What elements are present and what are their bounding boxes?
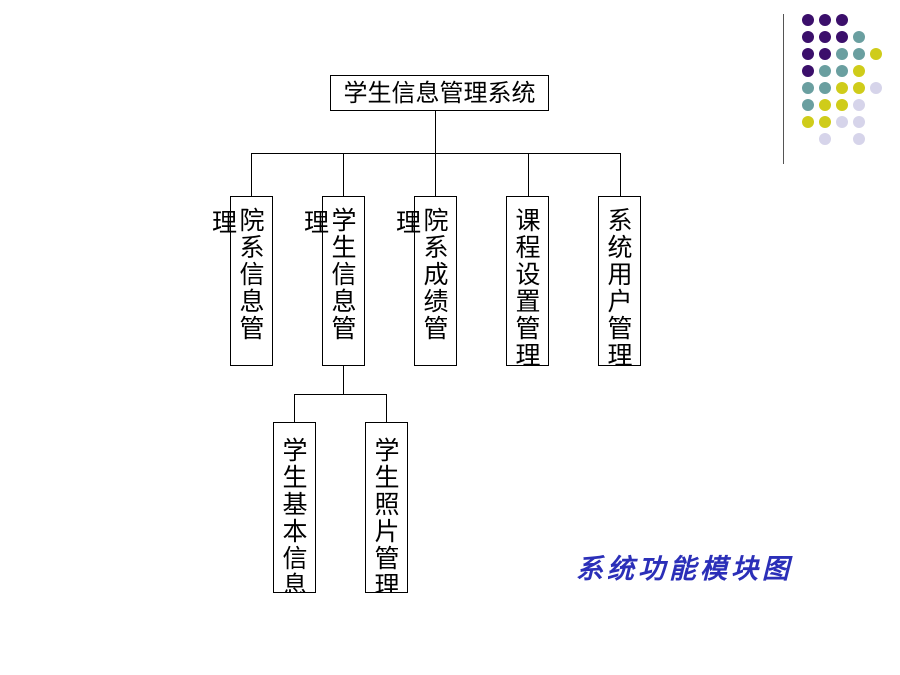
decorative-dot [819, 82, 831, 94]
drop-m3 [435, 153, 436, 196]
module-label: 课程设置管理 [515, 206, 541, 366]
module-label: 院系信息管 [239, 206, 265, 343]
decorative-dot [853, 82, 865, 94]
decorative-dot [802, 99, 814, 111]
submodule-node-student-basic-info: 学生基本信息 [273, 422, 316, 593]
module-label-overflow: 理 [212, 208, 238, 237]
submodule-label: 学生照片管理 [374, 436, 400, 593]
decorative-dot [870, 82, 882, 94]
decorative-dot [836, 31, 848, 43]
decorative-dot [802, 65, 814, 77]
root-node: 学生信息管理系统 [330, 75, 549, 111]
module-label: 学生信息管 [331, 206, 357, 343]
drop-s2 [386, 394, 387, 422]
module-label: 院系成绩管 [423, 206, 449, 343]
drop-m1 [251, 153, 252, 196]
module-label-overflow: 理 [396, 208, 422, 237]
decorative-dot [802, 48, 814, 60]
decorative-dot [836, 82, 848, 94]
decorative-dot [853, 99, 865, 111]
drop-m5 [620, 153, 621, 196]
m2-stem [343, 365, 344, 394]
submodule-label: 学生基本信息 [282, 436, 308, 593]
decorative-dot [853, 133, 865, 145]
module-node-m4: 课程设置管理 [506, 196, 549, 366]
decorative-dot [802, 14, 814, 26]
module-label-overflow: 理 [304, 208, 330, 237]
decorative-dot [819, 14, 831, 26]
module-node-m3: 院系成绩管 [414, 196, 457, 366]
decorative-dot [802, 82, 814, 94]
drop-m4 [528, 153, 529, 196]
decorative-dot [819, 48, 831, 60]
module-node-m5: 系统用户管理 [598, 196, 641, 366]
submodule-node-student-photo-management: 学生照片管理 [365, 422, 408, 593]
decorative-dot [819, 133, 831, 145]
decorative-dot [836, 48, 848, 60]
decorative-dot-grid [0, 0, 900, 200]
root-stem [435, 111, 436, 153]
decorative-dot [802, 31, 814, 43]
level1-bus [251, 153, 621, 154]
decorative-dot [836, 116, 848, 128]
decorative-dot [819, 99, 831, 111]
module-node-m1: 院系信息管 [230, 196, 273, 366]
module-node-m2: 学生信息管 [322, 196, 365, 366]
decorative-divider [783, 14, 784, 164]
decorative-dot [853, 116, 865, 128]
module-label: 系统用户管理 [607, 206, 633, 366]
decorative-dot [819, 65, 831, 77]
decorative-dot [802, 116, 814, 128]
diagram-caption: 系统功能模块图 [576, 554, 793, 585]
decorative-dot [853, 65, 865, 77]
decorative-dot [836, 14, 848, 26]
decorative-dot [836, 65, 848, 77]
decorative-dot [870, 48, 882, 60]
decorative-dot [853, 31, 865, 43]
drop-m2 [343, 153, 344, 196]
level2-bus [294, 394, 387, 395]
decorative-dot [853, 48, 865, 60]
decorative-dot [819, 116, 831, 128]
drop-s1 [294, 394, 295, 422]
decorative-dot [836, 99, 848, 111]
decorative-dot [819, 31, 831, 43]
